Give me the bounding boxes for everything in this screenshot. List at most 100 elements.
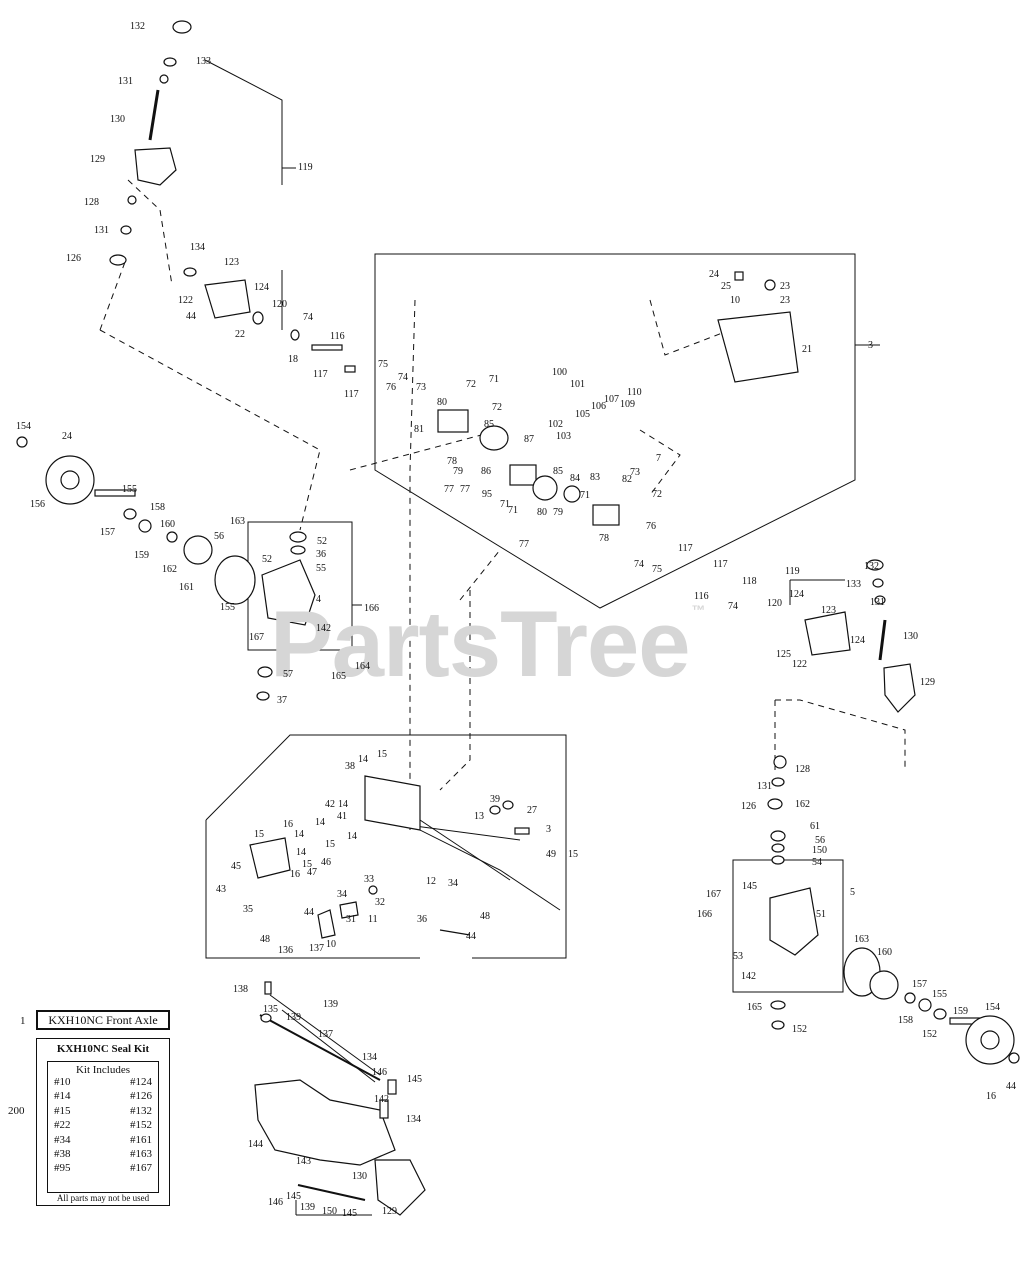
seal-kit-box: KXH10NC Seal Kit Kit Includes #10#124#14… [36,1038,170,1206]
part-callout: 84 [570,473,580,484]
part-callout: 14 [347,831,357,842]
part-callout: 78 [447,456,457,467]
part-callout: 56 [815,835,825,846]
seal-kit-row: #15#132 [48,1105,158,1119]
part-callout: 117 [678,543,693,554]
part-callout: 152 [792,1024,807,1035]
part-callout: 41 [337,811,347,822]
part-callout: 52 [262,554,272,565]
part-callout: 33 [364,874,374,885]
part-callout: 49 [546,849,556,860]
housing-129 [134,147,177,186]
part-callout: 14 [338,799,348,810]
part-callout: 74 [398,372,408,383]
seal-132-top [172,20,192,34]
part-callout: 80 [437,397,447,408]
part-callout: 163 [854,934,869,945]
part-callout: 106 [591,401,606,412]
part-callout: 161 [179,582,194,593]
part-callout: 150 [812,845,827,856]
part-callout: 101 [570,379,585,390]
part-callout: 145 [407,1074,422,1085]
part-callout: 155 [932,989,947,1000]
part-callout: 24 [62,431,72,442]
center-assembly-outline [374,253,856,609]
part-callout: 27 [527,805,537,816]
part-callout: 77 [519,539,529,550]
seal-kit-part: #22 [54,1119,71,1132]
part-callout: 130 [903,631,918,642]
part-callout: 118 [742,576,757,587]
seal-kit-row: #34#161 [48,1134,158,1148]
part-callout: 73 [416,382,426,393]
part-callout: 117 [713,559,728,570]
part-callout: 15 [325,839,335,850]
part-callout: 16 [290,869,300,880]
part-callout: 132 [864,561,879,572]
part-callout: 128 [795,764,810,775]
part-callout: 14 [296,847,306,858]
part-callout: 116 [330,331,345,342]
seal-kit-row: #22#152 [48,1119,158,1133]
part-callout: 76 [646,521,656,532]
seal-kit-list: Kit Includes #10#124#14#126#15#132#22#15… [47,1061,159,1193]
part-callout: 158 [898,1015,913,1026]
part-callout: 137 [309,943,324,954]
part-callout: 10 [730,295,740,306]
part-callout: 35 [243,904,253,915]
part-callout: 124 [850,635,865,646]
seal-kit-row: #14#126 [48,1090,158,1104]
part-callout: 167 [706,889,721,900]
transaxle-assembly [254,1079,396,1166]
part-callout: 79 [553,507,563,518]
part-callout: 55 [316,563,326,574]
part-callout: 44 [186,311,196,322]
lower-assembly-frame [205,734,567,959]
part-callout: 131 [757,781,772,792]
part-callout: 3 [868,340,873,351]
part-callout: 120 [272,299,287,310]
part-callout: 71 [580,490,590,501]
seal-kit-part: #15 [54,1104,71,1117]
part-callout: 131 [870,597,885,608]
gearbox-52-left [261,559,316,626]
part-callout: 46 [321,857,331,868]
part-callout: 72 [492,402,502,413]
housing-129-right [883,663,916,713]
seal-kit-part: #124 [130,1076,152,1088]
part-callout: 160 [160,519,175,530]
part-callout: 71 [489,374,499,385]
part-callout: 56 [214,531,224,542]
part-callout: 122 [178,295,193,306]
part-callout: 32 [375,897,385,908]
part-callout: 155 [122,484,137,495]
part-callout: 75 [378,359,388,370]
legend-ref-kit: 200 [8,1105,25,1117]
part-callout: 129 [920,677,935,688]
gearbox-51-right [769,887,819,956]
part-callout: 43 [216,884,226,895]
part-callout: 31 [346,914,356,925]
part-callout: 7 [656,453,661,464]
part-callout: 155 [220,602,235,613]
part-callout: 44 [304,907,314,918]
part-callout: 87 [524,434,534,445]
part-callout: 134 [406,1114,421,1125]
part-callout: 14 [315,817,325,828]
part-callout: 16 [986,1091,996,1102]
part-callout: 53 [733,951,743,962]
seal-kit-part: #163 [130,1147,152,1160]
part-callout: 165 [747,1002,762,1013]
seal-kit-row: #38#163 [48,1148,158,1162]
part-callout: 166 [697,909,712,920]
seal-kit-subtitle: Kit Includes [75,1064,131,1076]
part-callout: 21 [802,344,812,355]
seal-kit-part: #10 [54,1076,71,1088]
part-callout: 36 [316,549,326,560]
part-callout: 38 [345,761,355,772]
seal-kit-part: #126 [130,1090,152,1103]
part-callout: 116 [694,591,709,602]
part-callout: 167 [249,632,264,643]
part-callout: 142 [741,971,756,982]
